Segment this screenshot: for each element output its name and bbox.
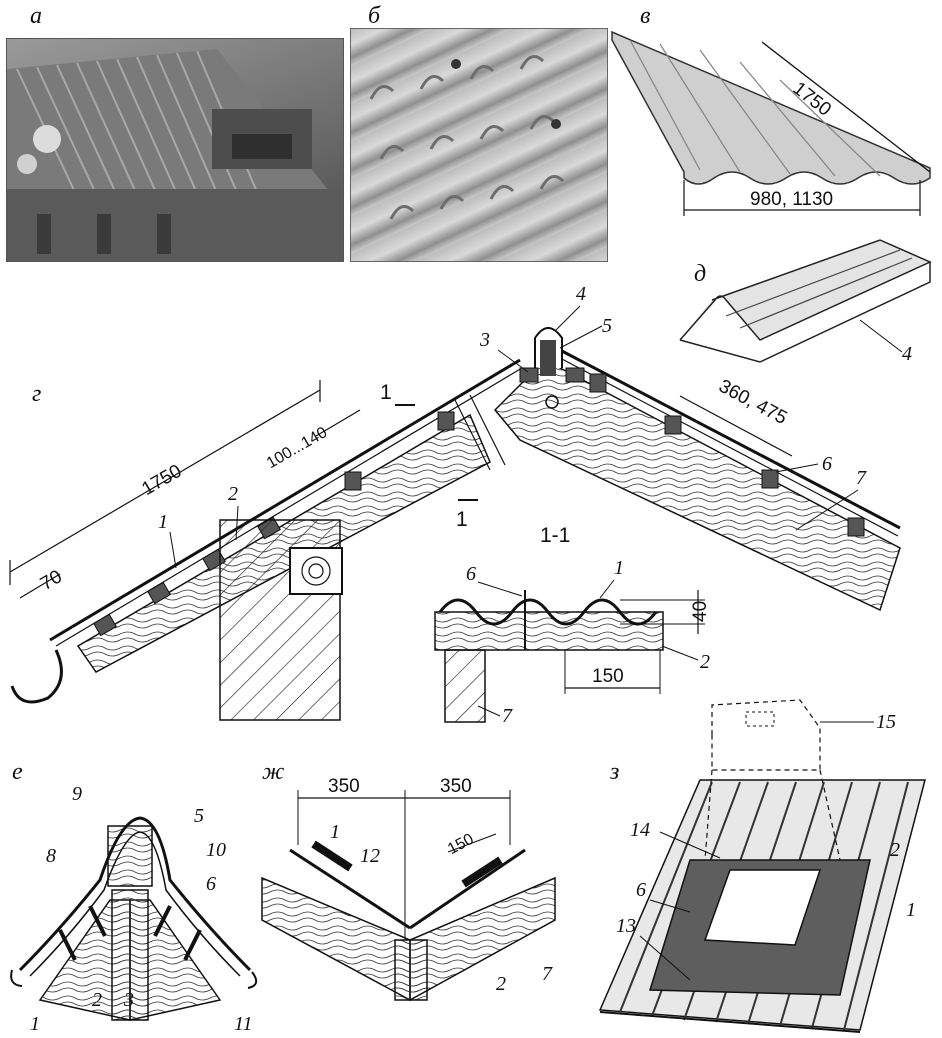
ridge-piece-view: 4 bbox=[679, 239, 932, 365]
callout-e-11: 11 bbox=[234, 1013, 253, 1035]
callout-z-14: 14 bbox=[630, 819, 650, 841]
tile-sheet-photo bbox=[350, 28, 608, 262]
section-title: 1-1 bbox=[540, 524, 570, 547]
valley-overlap-label: 150 bbox=[445, 831, 477, 859]
panel-label-e: е bbox=[12, 759, 23, 785]
callout-e-1: 1 bbox=[30, 1013, 40, 1035]
callout-z-6: 6 bbox=[636, 879, 646, 901]
callout-zh-12: 12 bbox=[360, 845, 380, 867]
panel-label-d: д bbox=[694, 261, 707, 287]
panel-label-z: з bbox=[610, 759, 620, 785]
callout-e-9: 9 bbox=[72, 783, 82, 805]
callout-g-4: 4 bbox=[576, 283, 586, 305]
panel-label-v: в bbox=[640, 3, 651, 29]
wave-pitch-label: 150 bbox=[592, 666, 624, 687]
callout-zh-2: 2 bbox=[496, 973, 506, 995]
overlap-label: 100...140 bbox=[264, 424, 330, 472]
panel-label-g: г bbox=[32, 381, 42, 407]
callout-s-7: 7 bbox=[502, 705, 513, 727]
panel-label-a: а bbox=[30, 3, 42, 29]
section-marker-bottom: 1 bbox=[456, 508, 468, 531]
section-1-1-view: 1-1 40 150 6 1 2 7 bbox=[434, 524, 711, 727]
callout-s-2: 2 bbox=[700, 651, 710, 673]
callout-g-1: 1 bbox=[158, 511, 168, 533]
callout-e-8: 8 bbox=[46, 845, 56, 867]
callout-s-1: 1 bbox=[614, 557, 624, 579]
callout-z-15: 15 bbox=[876, 711, 896, 733]
ridge-detail-view: 9 5 8 10 6 1 2 3 11 bbox=[10, 783, 258, 1035]
house-roof-photo bbox=[6, 38, 344, 262]
callout-g-7: 7 bbox=[856, 467, 867, 489]
callout-e-5: 5 bbox=[194, 805, 204, 827]
sheet-dimension-view: 1750 980, 1130 bbox=[611, 30, 931, 216]
wave-height-label: 40 bbox=[690, 601, 711, 622]
eave-overhang-label: 70 bbox=[37, 566, 66, 595]
callout-z-13: 13 bbox=[616, 915, 636, 937]
callout-e-2: 2 bbox=[92, 989, 102, 1011]
callout-g-3: 3 bbox=[479, 329, 490, 351]
main-length-label: 1750 bbox=[138, 461, 185, 500]
panel-label-b: б bbox=[368, 3, 381, 29]
callout-g-6: 6 bbox=[822, 453, 832, 475]
sheet-width-label: 980, 1130 bbox=[750, 189, 833, 210]
callout-zh-7: 7 bbox=[542, 963, 553, 985]
callout-g-2: 2 bbox=[228, 483, 238, 505]
panel-label-zh: ж bbox=[262, 759, 285, 785]
valley-detail-view: 350 350 150 1 12 2 7 bbox=[261, 776, 556, 1002]
chimney-penetration-view: 15 14 6 13 2 1 bbox=[598, 699, 926, 1033]
callout-s-6: 6 bbox=[466, 563, 476, 585]
valley-left-label: 350 bbox=[328, 776, 360, 797]
callout-e-10: 10 bbox=[206, 839, 226, 861]
callout-e-6: 6 bbox=[206, 873, 216, 895]
callout-g-5: 5 bbox=[602, 315, 612, 337]
callout-e-3: 3 bbox=[123, 989, 134, 1011]
valley-right-label: 350 bbox=[440, 776, 472, 797]
callout-z-1: 1 bbox=[906, 899, 916, 921]
callout-zh-1: 1 bbox=[330, 821, 340, 843]
callout-z-2: 2 bbox=[890, 839, 900, 861]
section-marker-top: 1 bbox=[380, 381, 392, 404]
callout-ridge-4: 4 bbox=[902, 343, 912, 365]
